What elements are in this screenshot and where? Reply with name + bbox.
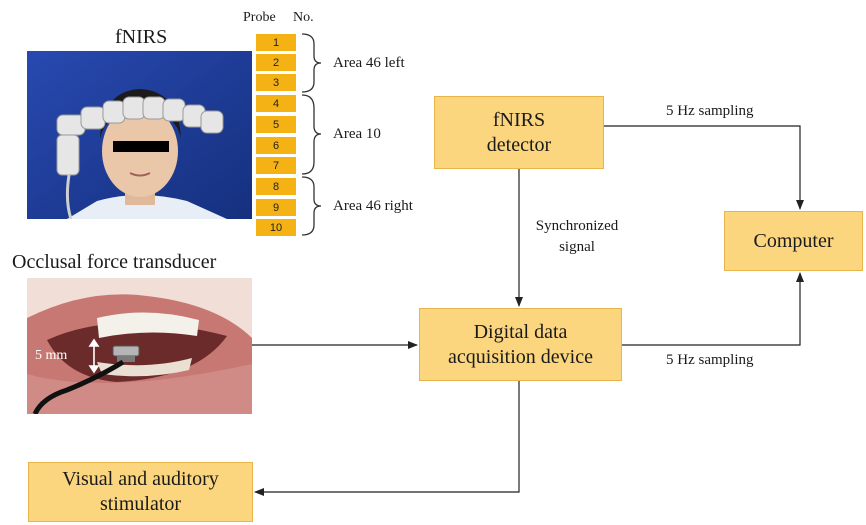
stimulator-line-2: stimulator [99, 493, 182, 515]
sync-signal-line-2: signal [559, 239, 595, 255]
sampling-label-bottom: 5 Hz sampling [666, 352, 754, 368]
daq-device-box: Digital data acquisition device [419, 308, 622, 381]
sync-signal-line-1: Synchronized [535, 218, 619, 234]
transducer-photo-illustration [27, 278, 252, 414]
fnirs-detector-line-2: detector [486, 133, 552, 156]
probe-cell-3: 3 [255, 73, 297, 92]
transducer-photo-title: Occlusal force transducer [12, 251, 217, 273]
probe-cell-5: 5 [255, 115, 297, 134]
stimulator-box: Visual and auditory stimulator [28, 462, 253, 522]
fnirs-detector-line-1: fNIRS [492, 108, 546, 131]
probe-cell-4: 4 [255, 94, 297, 113]
daq-device-line-2: acquisition device [448, 345, 593, 368]
fnirs-photo [27, 51, 252, 219]
area-label-10: Area 10 [333, 126, 381, 142]
sampling-label-top: 5 Hz sampling [666, 103, 754, 119]
daq-device-line-1: Digital data [473, 320, 568, 343]
fnirs-photo-title: fNIRS [115, 26, 168, 48]
probe-number-header: No. [293, 10, 314, 25]
measurement-label: 5 mm [35, 348, 68, 363]
probe-cell-6: 6 [255, 136, 297, 155]
area-label-46-right: Area 46 right [333, 198, 413, 214]
probe-cell-7: 7 [255, 156, 297, 175]
computer-label: Computer [753, 229, 834, 252]
probe-cell-10: 10 [255, 218, 297, 237]
sync-signal-label: Synchronized signal [521, 216, 633, 258]
probe-header: Probe [243, 10, 276, 25]
transducer-photo: 5 mm [27, 278, 252, 414]
fnirs-photo-illustration [27, 51, 252, 219]
probe-cell-2: 2 [255, 53, 297, 72]
computer-box: Computer [724, 211, 863, 271]
area-label-46-left: Area 46 left [333, 55, 405, 71]
probe-cell-8: 8 [255, 177, 297, 196]
fnirs-detector-box: fNIRS detector [434, 96, 604, 169]
probe-cell-1: 1 [255, 33, 297, 52]
probe-cell-9: 9 [255, 198, 297, 217]
stimulator-line-1: Visual and auditory [62, 468, 219, 490]
